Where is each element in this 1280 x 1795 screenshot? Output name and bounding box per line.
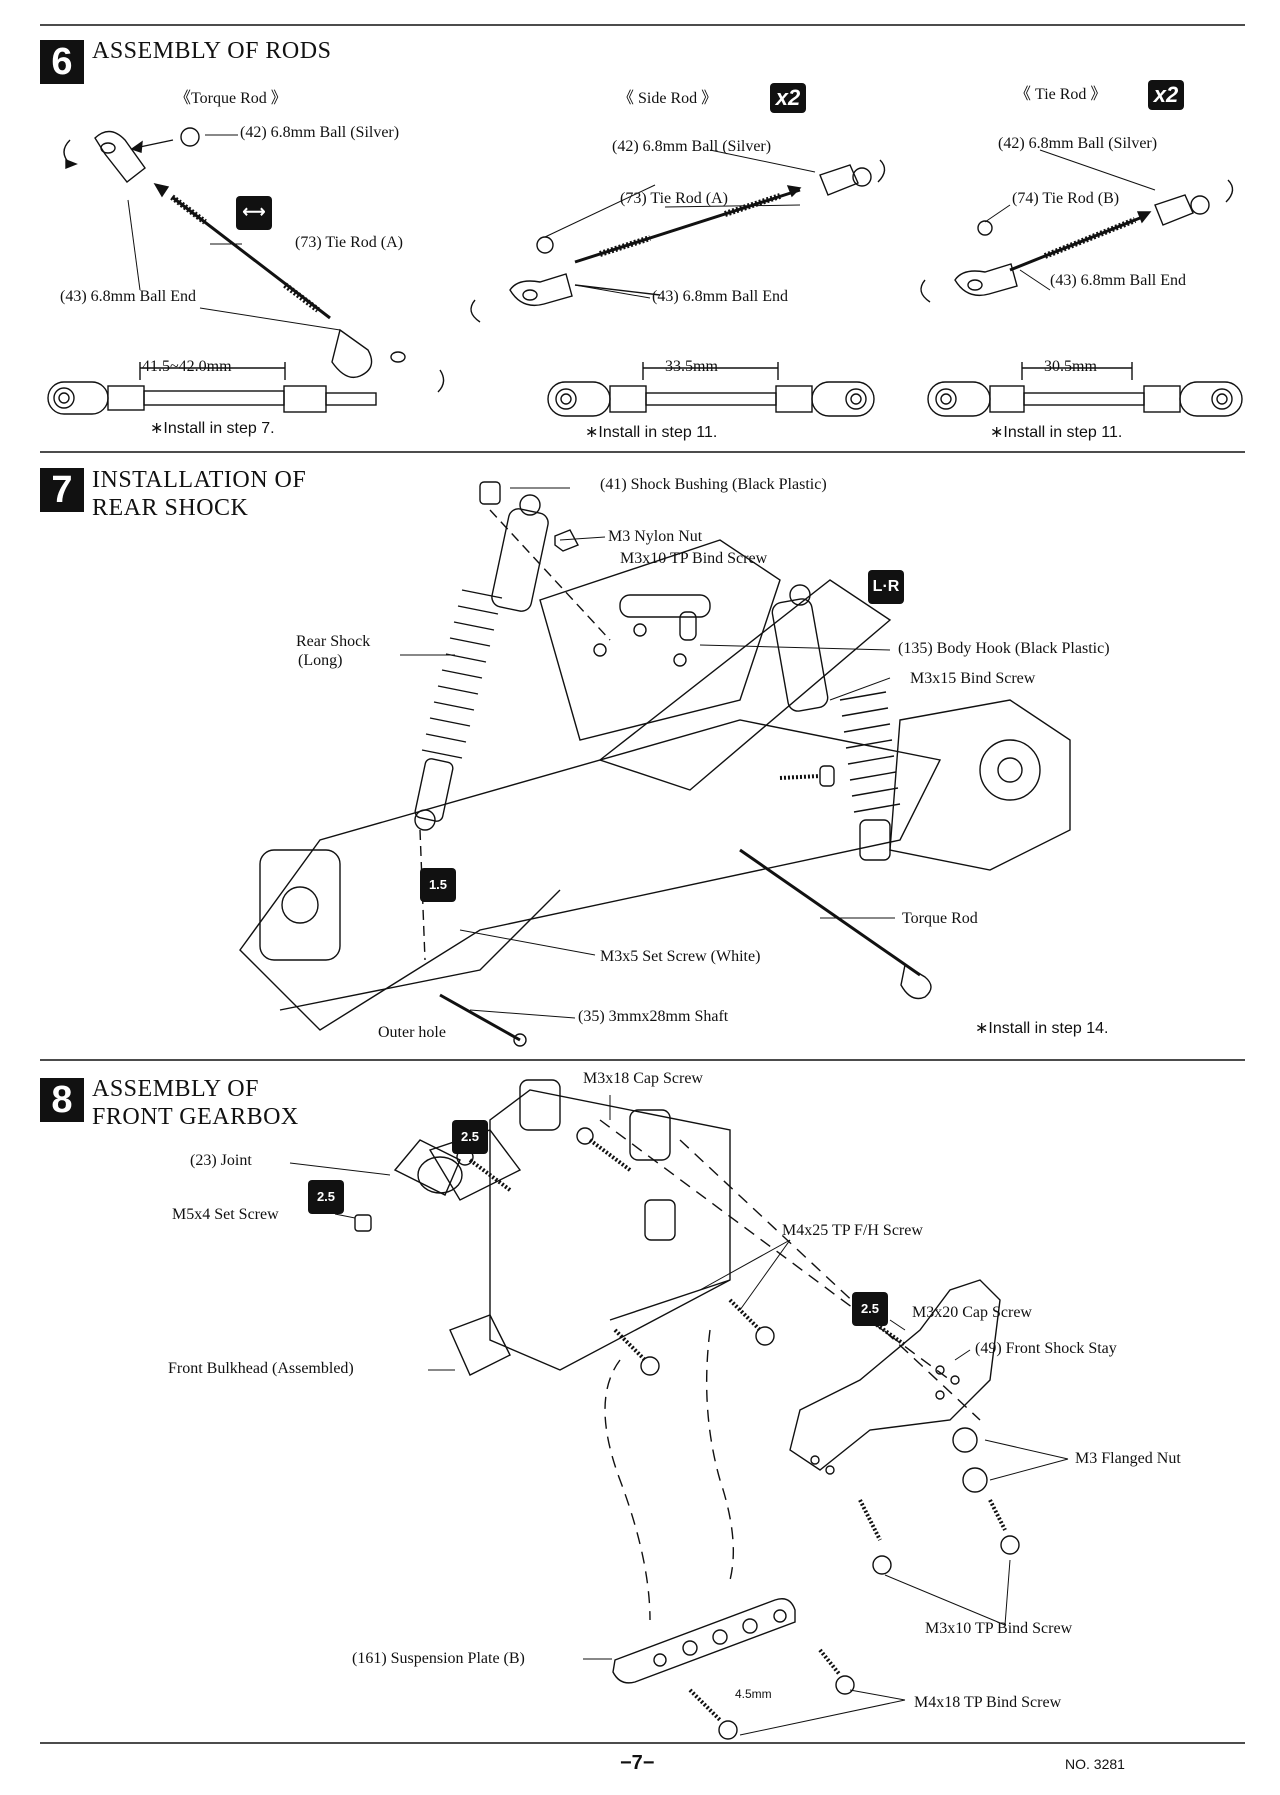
shock-bushing-label: (41) Shock Bushing (Black Plastic): [600, 476, 827, 493]
step-8-title-line1: ASSEMBLY OF: [92, 1076, 259, 1102]
torque-ballend-label: (43) 6.8mm Ball End: [60, 288, 196, 305]
hex-wrench-2-5-symbol-c: 2.5: [852, 1292, 888, 1326]
side-rod-final: [547, 362, 875, 417]
rod-adjust-symbol: ⟷: [236, 196, 272, 230]
rear-shock-label: Rear Shock: [296, 633, 371, 650]
document-number: NO. 3281: [1065, 1756, 1125, 1772]
tie-tierod-label: (74) Tie Rod (B): [1012, 190, 1120, 207]
flanged-nut-label: M3 Flanged Nut: [1075, 1450, 1181, 1467]
torque-dimension: 41.5~42.0mm: [142, 358, 232, 375]
torque-rod-final: [47, 362, 377, 415]
tie-note: ∗Install in step 11.: [990, 424, 1123, 441]
right-shock: [771, 584, 901, 861]
cap20-label: M3x20 Cap Screw: [912, 1304, 1032, 1321]
side-rod-qty-badge: x2: [770, 83, 806, 113]
tie-ballend-label: (43) 6.8mm Ball End: [1050, 272, 1186, 289]
step-7-note: ∗Install in step 14.: [975, 1020, 1109, 1037]
leader-lines: [127, 134, 1156, 1736]
bind18-label: M4x18 TP Bind Screw: [914, 1694, 1062, 1711]
shaft-label: (35) 3mmx28mm Shaft: [578, 1008, 729, 1025]
tie-rod-heading: 《 Tie Rod 》: [1015, 86, 1107, 103]
side-tierod-label: (73) Tie Rod (A): [620, 190, 729, 207]
joint-label: (23) Joint: [190, 1152, 252, 1169]
side-dimension: 33.5mm: [665, 358, 718, 375]
tie-rod-exploded: [920, 179, 1234, 303]
side-ball-label: (42) 6.8mm Ball (Silver): [612, 138, 772, 155]
hex-wrench-2-5-symbol-a: 2.5: [452, 1120, 488, 1154]
torque-ball-label: (42) 6.8mm Ball (Silver): [240, 124, 400, 141]
nylon-nut-label: M3 Nylon Nut: [608, 528, 703, 545]
cap18-label: M3x18 Cap Screw: [583, 1070, 703, 1087]
set-screw-label: M3x5 Set Screw (White): [600, 948, 761, 965]
side-note: ∗Install in step 11.: [585, 424, 718, 441]
suspension-plate-label: (161) Suspension Plate (B): [352, 1650, 525, 1667]
tie-rod-final: [927, 362, 1243, 417]
torque-note: ∗Install in step 7.: [150, 420, 275, 437]
bulkhead-label: Front Bulkhead (Assembled): [168, 1360, 354, 1377]
left-shock: [414, 494, 549, 831]
tie-ball-label: (42) 6.8mm Ball (Silver): [998, 135, 1158, 152]
side-rod-exploded: [470, 159, 886, 323]
body-hook-label: (135) Body Hook (Black Plastic): [898, 640, 1110, 657]
tp-bind-screw-label: M3x10 TP Bind Screw: [620, 550, 768, 567]
page-number: −7−: [620, 1752, 655, 1774]
step-8-title-line2: FRONT GEARBOX: [92, 1104, 299, 1130]
left-right-symbol: L·R: [868, 570, 904, 604]
rear-chassis-drawing: [239, 481, 1071, 1047]
hex-wrench-1-5-symbol: 1.5: [420, 868, 456, 902]
front-gearbox-drawing: [354, 1079, 1020, 1740]
m5x4-set-screw-label: M5x4 Set Screw: [172, 1206, 279, 1223]
shock-stay-label: (49) Front Shock Stay: [975, 1340, 1117, 1357]
step-7-title-line2: REAR SHOCK: [92, 495, 249, 521]
step-8-badge: 8: [40, 1078, 84, 1122]
gap-dimension: 4.5mm: [735, 1687, 772, 1701]
step-7-badge: 7: [40, 468, 84, 512]
torque-rod-label: Torque Rod: [902, 910, 978, 927]
torque-rod-heading: 《Torque Rod 》: [175, 90, 287, 107]
rear-shock-sublabel: (Long): [298, 652, 343, 669]
step-6-title: ASSEMBLY OF RODS: [92, 38, 332, 64]
torque-tierod-label: (73) Tie Rod (A): [295, 234, 404, 251]
step-7-title-line1: INSTALLATION OF: [92, 467, 307, 493]
fh-screw-label: M4x25 TP F/H Screw: [782, 1222, 923, 1239]
bind10-label: M3x10 TP Bind Screw: [925, 1620, 1073, 1637]
tie-rod-qty-badge: x2: [1148, 80, 1184, 110]
hex-wrench-2-5-symbol-b: 2.5: [308, 1180, 344, 1214]
side-rod-heading: 《 Side Rod 》: [618, 90, 718, 107]
outer-hole-label: Outer hole: [378, 1024, 446, 1041]
bind15-label: M3x15 Bind Screw: [910, 670, 1036, 687]
torque-rod-exploded: [63, 127, 445, 393]
side-ballend-label: (43) 6.8mm Ball End: [652, 288, 788, 305]
tie-dimension: 30.5mm: [1044, 358, 1097, 375]
step-6-badge: 6: [40, 40, 84, 84]
